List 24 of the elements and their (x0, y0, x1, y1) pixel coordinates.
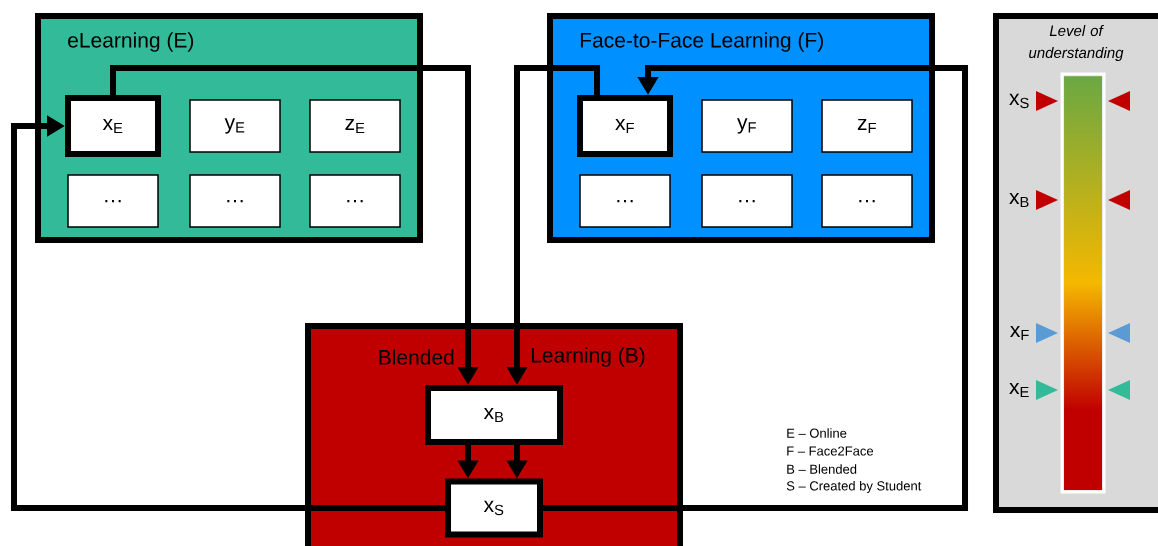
item-box: x$_{E}$ (65, 95, 161, 157)
scale-label: x$_{E}$ (1009, 382, 1029, 398)
arrow (11, 115, 445, 511)
key-text: S – Created by Student (786, 480, 922, 494)
item-box: z$_{F}$ (821, 99, 913, 153)
item-box: x$_{S}$ (445, 478, 543, 538)
key-text: B – Blended (787, 464, 857, 474)
item-box: y$_{F}$ (701, 99, 793, 153)
key-text: F – Face2Face (787, 446, 874, 456)
item-box: x$_{F}$ (577, 95, 673, 157)
item-box: z$_{E}$ (309, 99, 401, 153)
item-box: … (309, 174, 401, 228)
item-box: … (67, 174, 159, 228)
scale-label: x$_{S}$ (1009, 93, 1029, 109)
key-text: E – Online (787, 428, 847, 438)
arrow (543, 65, 968, 511)
item-box: … (701, 174, 793, 228)
scale-label: x$_{B}$ (1009, 192, 1029, 208)
item-box: … (189, 174, 281, 228)
item-box: … (579, 174, 671, 228)
item-box: … (821, 174, 913, 228)
item-box: y$_{E}$ (189, 99, 281, 153)
item-box: x$_{B}$ (425, 385, 563, 445)
scale-label: x$_{F}$ (1010, 325, 1029, 341)
